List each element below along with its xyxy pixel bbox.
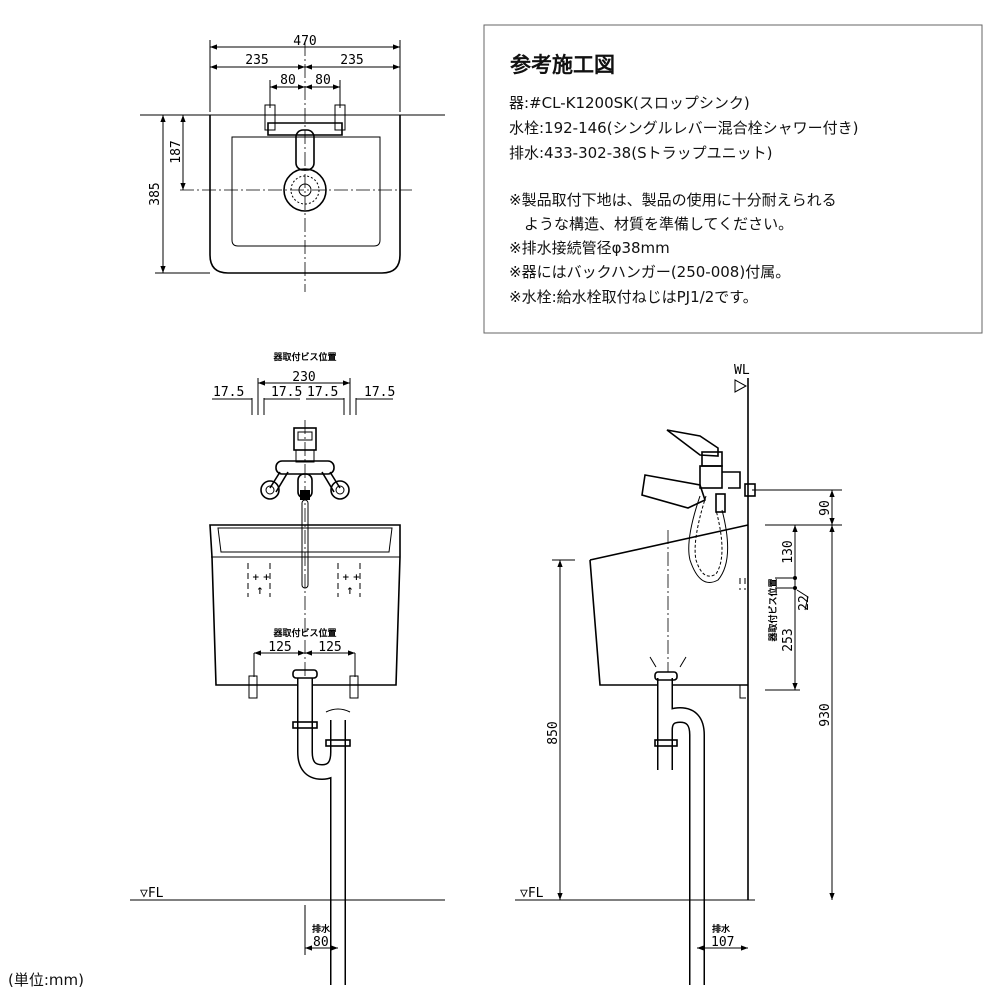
drain-label-side: 排水 <box>712 923 731 935</box>
dim-187: 187 <box>169 140 184 163</box>
dim-80-left: 80 <box>280 73 296 88</box>
screw-position-label: 器取付ビス位置 <box>272 351 336 363</box>
note-4: ※水栓:給水栓取付ねじはPJ1/2です。 <box>509 288 758 306</box>
notes-title: 参考施工図 <box>510 53 615 77</box>
dim-470: 470 <box>293 34 316 49</box>
screw-position-label-side: 器取付ビス位置 <box>767 578 779 642</box>
dim-125-left: 125 <box>268 640 291 655</box>
note-1: ※製品取付下地は、製品の使用に十分耐えられる <box>509 191 837 209</box>
s-trap-front <box>292 669 351 985</box>
s-trap-side <box>649 656 705 985</box>
mount-bolt <box>248 675 258 699</box>
floor-label: ▽FL <box>140 886 164 901</box>
dim-17-5: 17.5 <box>364 385 395 400</box>
faucet-front <box>260 427 350 589</box>
note-fixture: 器:#CL-K1200SK(スロップシンク) <box>509 94 750 112</box>
dim-17-5: 17.5 <box>271 385 302 400</box>
notes-box: 参考施工図 器:#CL-K1200SK(スロップシンク) 水栓:192-146(… <box>483 24 983 334</box>
dim-235-left: 235 <box>245 53 268 68</box>
dim-253: 253 <box>781 628 796 651</box>
dim-850: 850 <box>546 721 561 744</box>
mount-bolt <box>349 675 359 699</box>
svg-text:↑: ↑ <box>346 587 354 597</box>
drain-label: 排水 <box>312 923 331 935</box>
dim-22: 22 <box>797 595 812 611</box>
note-faucet: 水栓:192-146(シングルレバー混合栓シャワー付き) <box>509 119 858 137</box>
svg-text:↑: ↑ <box>256 587 264 597</box>
dim-17-5: 17.5 <box>307 385 338 400</box>
side-view: WL 90 <box>515 363 842 985</box>
faucet-side <box>641 429 756 583</box>
wall-label: WL <box>734 363 750 378</box>
sink-side <box>589 524 749 686</box>
bracket-marks: + + + + ↑ ↑ <box>247 563 361 597</box>
svg-text:+ +: + + <box>252 573 270 583</box>
dim-17-5: 17.5 <box>213 385 244 400</box>
dim-385: 385 <box>148 182 163 205</box>
floor-label-side: ▽FL <box>520 886 544 901</box>
svg-text:+ +: + + <box>342 573 360 583</box>
dim-90: 90 <box>818 500 833 516</box>
top-view: 470 235 235 80 80 385 187 <box>140 34 445 292</box>
note-3: ※器にはバックハンガー(250-008)付属。 <box>509 263 790 281</box>
note-2: ※排水接続管径φ38mm <box>509 239 670 257</box>
dim-130: 130 <box>781 540 796 563</box>
sink-basin <box>231 136 381 247</box>
dim-930: 930 <box>818 703 833 726</box>
dim-230: 230 <box>292 370 315 385</box>
dim-80-drain: 80 <box>313 935 329 950</box>
note-1-cont: ような構造、材質を準備してください。 <box>509 215 793 233</box>
screw-position-label-bottom: 器取付ビス位置 <box>272 627 336 639</box>
front-view: 器取付ビス位置 230 17.5 17.5 17.5 17.5 <box>130 351 445 985</box>
drain-icon <box>283 168 327 212</box>
dim-80-right: 80 <box>315 73 331 88</box>
dim-235-right: 235 <box>340 53 363 68</box>
dim-125-right: 125 <box>318 640 341 655</box>
faucet-top <box>295 129 315 171</box>
unit-label: (単位:mm) <box>8 971 84 989</box>
dim-107: 107 <box>711 935 734 950</box>
note-drain: 排水:433-302-38(Sトラップユニット) <box>509 144 772 162</box>
